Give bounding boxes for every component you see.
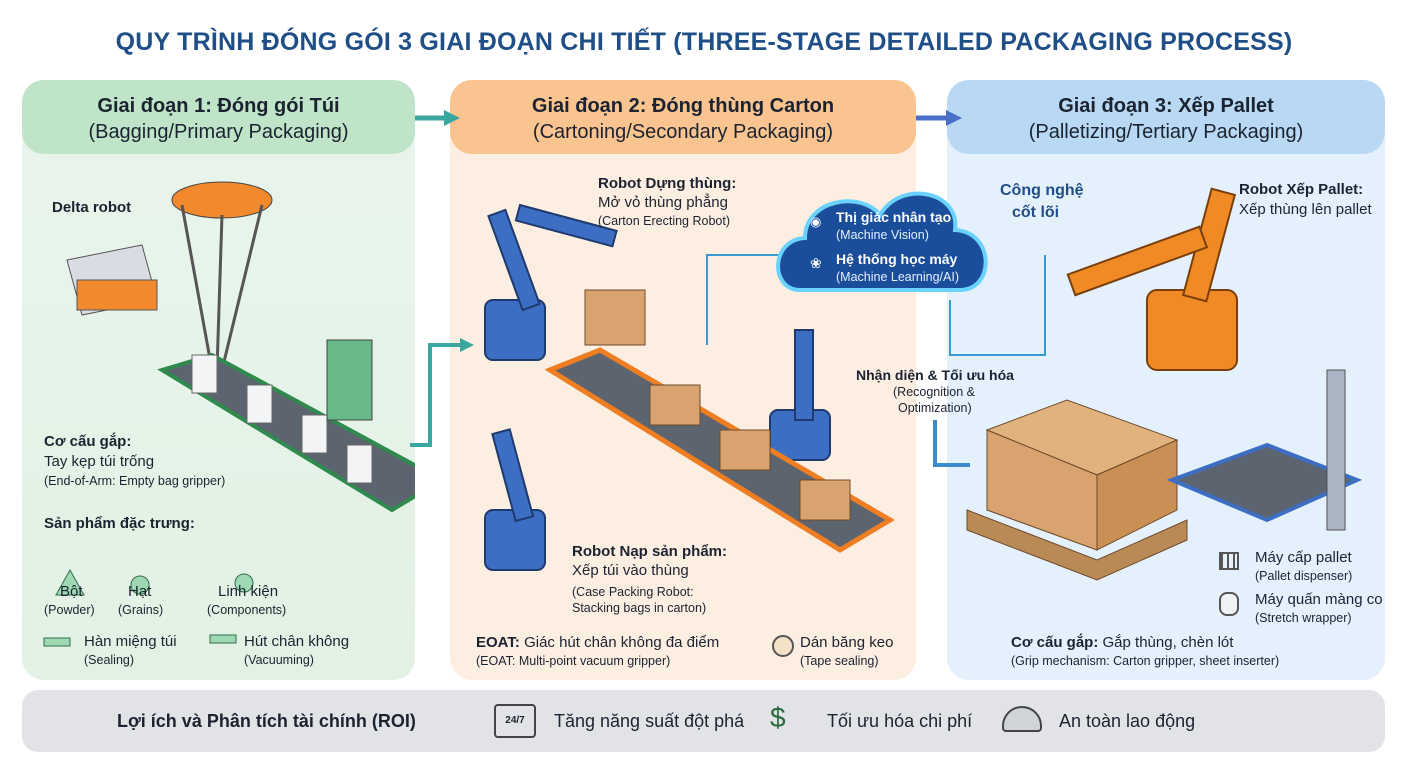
powder-icon (55, 568, 85, 596)
gripper-title: Cơ cấu gắp: (44, 433, 132, 450)
pallet-dispenser-label: Máy cấp pallet (1255, 549, 1352, 566)
roi-item-cost: Tối ưu hóa chi phí (827, 711, 973, 731)
conveyor-belt (157, 339, 415, 513)
stretch-wrapper-icon (1219, 592, 1239, 616)
erecting-robot (484, 299, 546, 361)
roi-bar: Lợi ích và Phân tích tài chính (ROI) 24/… (22, 690, 1385, 752)
vacuum-icon (209, 634, 237, 644)
roi-title: Lợi ích và Phân tích tài chính (ROI) (117, 711, 416, 731)
product-powder-label: Bột (60, 583, 83, 600)
stretch-wrapper-machine (1326, 369, 1346, 531)
palletizing-illustration (966, 187, 1363, 581)
vacuum-en: (Vacuuming) (244, 653, 314, 667)
stretch-wrapper-label: Máy quấn màng co (1255, 591, 1383, 608)
pack-robot-desc: Xếp túi vào thùng (572, 562, 689, 579)
brain-icon: ❀ (810, 255, 822, 271)
delta-robot-illustration (171, 181, 273, 371)
pack-robot-en1: (Case Packing Robot: (572, 585, 694, 599)
pallet-dispenser-icon (1219, 552, 1239, 570)
eoat-desc: Giác hút chân không đa điểm (524, 634, 720, 651)
eoat-en: (EOAT: Multi-point vacuum gripper) (476, 654, 671, 668)
sealing-icon (43, 637, 71, 647)
stage-1-panel: Giai đoạn 1: Đóng gói Túi (Bagging/Prima… (22, 80, 415, 680)
recognition-label: Nhận diện & Tối ưu hóa (856, 367, 1014, 383)
stretch-wrapper-en: (Stretch wrapper) (1255, 611, 1352, 625)
products-title: Sản phẩm đặc trưng: (44, 515, 195, 532)
ml-label: Hệ thống học máy (836, 251, 958, 267)
hard-hat-icon (1002, 706, 1042, 732)
core-title-1: Công nghệ (1000, 182, 1084, 199)
stage-2-header: Giai đoạn 2: Đóng thùng Carton (Cartonin… (450, 80, 916, 154)
pack-robot-en2: Stacking bags in carton) (572, 601, 707, 615)
stage-3-panel: Giai đoạn 3: Xếp Pallet (Palletizing/Ter… (947, 80, 1385, 680)
ml-en: (Machine Learning/AI) (836, 270, 959, 284)
stage-3-subtitle: (Palletizing/Tertiary Packaging) (1028, 121, 1304, 143)
components-icon (234, 573, 254, 593)
handshake-dollar-icon: $ (770, 702, 786, 733)
grip-desc: Gắp thùng, chèn lót (1102, 634, 1234, 651)
bag-stack (66, 244, 158, 316)
erect-robot-title: Robot Dựng thùng: (598, 175, 737, 192)
cartoning-illustration (484, 203, 895, 571)
erect-robot-desc: Mở vỏ thùng phẳng (598, 194, 728, 211)
stage-3-header: Giai đoạn 3: Xếp Pallet (Palletizing/Ter… (947, 80, 1385, 154)
tape-label: Dán băng keo (800, 634, 894, 651)
product-grains-en: (Grains) (118, 603, 164, 617)
pallet-dispenser-en: (Pallet dispenser) (1255, 569, 1353, 583)
palletizing-robot-desc: Xếp thùng lên pallet (1239, 201, 1372, 218)
tape-icon (772, 635, 794, 657)
grip-title: Cơ cấu gắp: (1011, 634, 1099, 651)
vision-en: (Machine Vision) (836, 228, 929, 242)
core-title-2: cốt lõi (1012, 204, 1060, 221)
pallet-conveyor (1166, 442, 1363, 523)
stage-1-subtitle: (Bagging/Primary Packaging) (88, 121, 349, 143)
stage-2-panel: Giai đoạn 2: Đóng thùng Carton (Cartonin… (450, 80, 916, 680)
stage-3-title: Giai đoạn 3: Xếp Pallet (1058, 95, 1274, 117)
pallet-carton-stack (985, 399, 1179, 551)
roi-item-safety: An toàn lao động (1059, 711, 1196, 731)
product-grains-label: Hạt (128, 583, 152, 600)
page-title: QUY TRÌNH ĐÓNG GÓI 3 GIAI ĐOẠN CHI TIẾT … (115, 28, 1293, 56)
carton-box (584, 289, 646, 346)
pallet (966, 509, 1188, 581)
tape-en: (Tape sealing) (800, 654, 879, 668)
pack-robot-title: Robot Nạp sản phẩm: (572, 543, 728, 560)
grip-en: (Grip mechanism: Carton gripper, sheet i… (1011, 654, 1280, 668)
stage-2-subtitle: (Cartoning/Secondary Packaging) (532, 121, 834, 143)
eye-icon: ◉ (810, 214, 822, 229)
sealing-en: (Sealing) (84, 653, 135, 667)
recognition-en2: Optimization) (898, 401, 972, 415)
bagging-illustration (43, 181, 415, 647)
grains-icon (130, 575, 150, 595)
delta-robot-label: Delta robot (52, 199, 132, 216)
product-components-en: (Components) (207, 603, 287, 617)
vision-label: Thị giác nhân tạo (836, 209, 952, 225)
recognition-en1: (Recognition & (893, 385, 975, 399)
products-icons (43, 568, 254, 647)
gripper-en: (End-of-Arm: Empty bag gripper) (44, 474, 226, 488)
roi-item-productivity: Tăng năng suất đột phá (554, 711, 745, 731)
palletizing-robot (1066, 187, 1238, 371)
gripper-desc: Tay kẹp túi trống (44, 453, 155, 470)
product-powder-en: (Powder) (44, 603, 95, 617)
palletizing-robot-title: Robot Xếp Pallet: (1239, 181, 1364, 198)
stage-1-title: Giai đoạn 1: Đóng gói Túi (97, 95, 340, 117)
product-components-label: Linh kiện (218, 583, 279, 600)
stage-2-title: Giai đoạn 2: Đóng thùng Carton (531, 95, 835, 117)
erect-robot-en: (Carton Erecting Robot) (598, 214, 731, 228)
factory-24-7-icon: 24/7 (494, 704, 536, 738)
vacuum-label: Hút chân không (244, 633, 350, 650)
stage-1-header: Giai đoạn 1: Đóng gói Túi (Bagging/Prima… (22, 80, 415, 154)
eoat-title: EOAT: (476, 634, 520, 651)
sealing-label: Hàn miệng túi (84, 633, 177, 650)
